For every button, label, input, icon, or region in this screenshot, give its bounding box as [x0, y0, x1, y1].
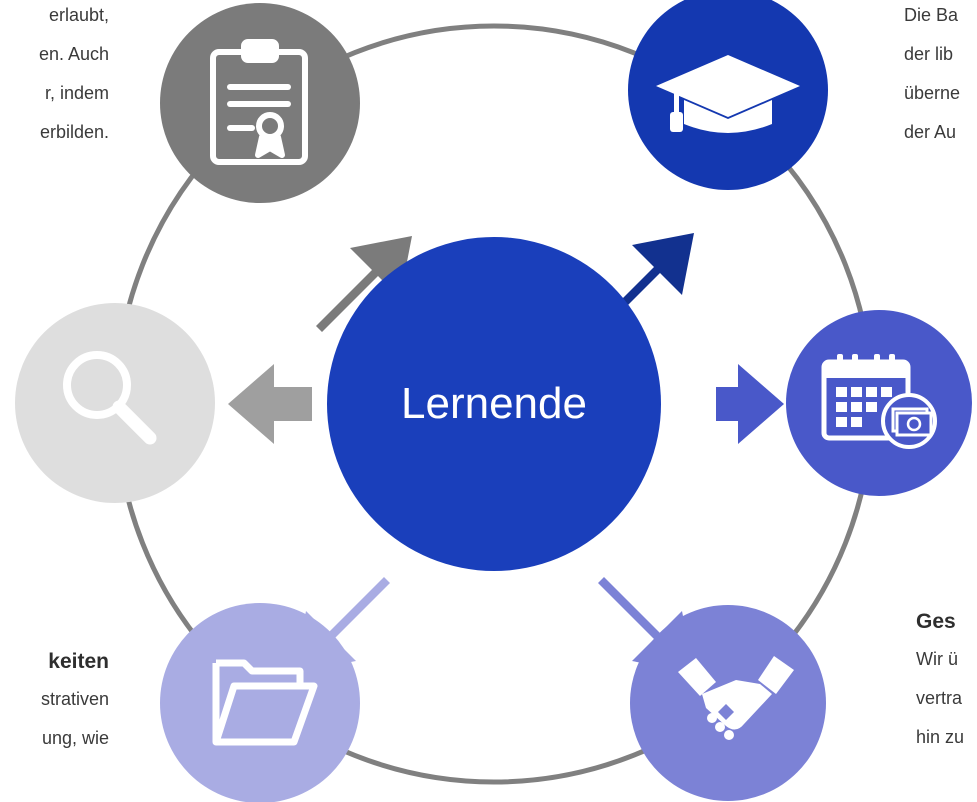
node-payroll [786, 310, 972, 496]
section-heading: keiten [48, 650, 109, 673]
text-line: der Au [904, 122, 957, 142]
text-line: erlaubt, [48, 5, 109, 25]
text-line: strativen [40, 689, 109, 709]
text-line: Wir ü [916, 649, 958, 669]
text-left-bottom: keiten strativen ung, wie [41, 650, 109, 758]
text-left-top: erlaubt, en. Auch r, indem erbilden. [39, 0, 109, 152]
search-icon [63, 351, 157, 445]
section-heading: Ges [916, 610, 956, 633]
arrow-to-certificate [316, 236, 412, 332]
node-education [628, 0, 828, 190]
text-line: vertra [916, 688, 963, 708]
node-search [15, 303, 215, 503]
handshake-icon [678, 656, 794, 740]
text-line: überne [904, 83, 961, 103]
text-line: r, indem [44, 83, 109, 103]
calendar-money-icon [821, 354, 937, 449]
arrow-to-payroll [716, 364, 784, 444]
text-right-top: Die Ba der lib überne der Au [904, 0, 960, 152]
text-line: der lib [904, 44, 954, 64]
text-line: en. Auch [38, 44, 109, 64]
node-certificate [160, 3, 360, 203]
folder-icon [212, 659, 318, 746]
center-label: Lernende [401, 379, 587, 428]
graduation-cap-icon [656, 55, 800, 133]
node-administration [160, 603, 360, 802]
text-right-bottom: Ges Wir ü vertra hin zu [916, 610, 964, 757]
text-line: erbilden. [39, 122, 109, 142]
center-circle [327, 237, 661, 571]
text-line: ung, wie [41, 728, 109, 748]
text-line: hin zu [916, 727, 965, 747]
arrow-to-search [228, 364, 312, 444]
node-partnership [630, 605, 826, 801]
text-line: Die Ba [904, 5, 959, 25]
certificate-icon [210, 39, 308, 165]
